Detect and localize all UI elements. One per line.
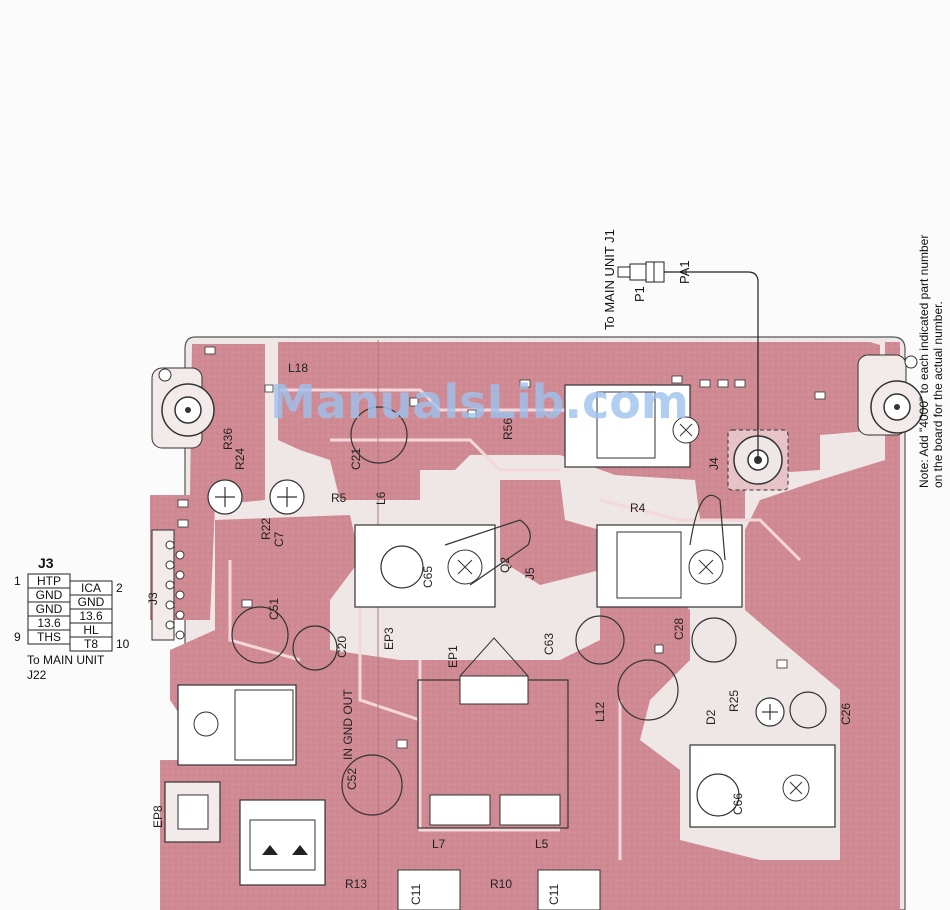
trimmer-pots [207,479,785,727]
p1-label: P1 [632,286,647,302]
label-c7: C7 [272,531,286,547]
mounting-hole-right [857,354,924,436]
rf-connector-labels: To MAIN UNIT J1 P1 PA1 [602,229,692,330]
label-ep1: EP1 [446,645,460,668]
label-d2: D2 [704,709,718,725]
label-j5: J5 [523,567,537,580]
label-r10: R10 [490,877,512,891]
label-r4: R4 [630,501,646,515]
label-ep3: EP3 [382,627,396,650]
pin-2-label: 2 [116,581,123,595]
component-block-upper-right [564,384,700,468]
j3-left-pin-name: GND [36,602,63,616]
j3-left-pin-name: HTP [37,574,61,588]
label-r22: R22 [259,518,273,540]
note-line-2: on the board for the actual number. [931,301,945,488]
label-c63: C63 [542,633,556,655]
label-c21: C21 [349,448,363,470]
label-c51: C51 [267,598,281,620]
label-c65: C65 [421,566,435,588]
p1-plug [617,261,665,283]
voltage-regulator-block [177,684,297,766]
board-silkscreen-labels: J3 J4 J5 Q2 C65 C66 C51 C52 C20 C21 C26 … [146,361,853,905]
label-l18: L18 [288,361,308,375]
label-r25: R25 [727,690,741,712]
label-j4: J4 [707,457,721,470]
label-c28: C28 [672,618,686,640]
to-main-unit-j1-label: To MAIN UNIT J1 [602,229,617,330]
j3-title: J3 [38,555,54,571]
j3-left-pin-name: THS [37,630,61,644]
label-in-gnd-out: IN GND OUT [341,689,355,760]
label-r36: R36 [221,428,235,450]
label-l6: L6 [374,491,388,505]
j3-right-cell [69,636,113,652]
pin-10-label: 10 [116,637,130,651]
watermark: ManualsLib.com [270,375,689,429]
j3-board-footprint [151,529,185,641]
label-c11-right: C11 [547,884,561,905]
label-c11-left: C11 [409,884,423,905]
j3-right-pin-name: T8 [84,637,98,651]
label-c66: C66 [731,793,745,815]
electrolytic-capacitors [231,406,827,816]
note-line-1: Note: Add "4000" to each indicated part … [917,235,931,488]
bottom-coil-blocks [397,794,601,910]
label-c26: C26 [839,703,853,725]
pcb-traces [228,388,802,860]
label-c52: C52 [345,768,359,790]
mounting-hole-left [151,367,215,449]
to-main-unit-label: To MAIN UNIT [27,653,105,667]
label-r24: R24 [233,448,247,470]
pa1-cable [664,271,759,460]
j3-right-pin-name: GND [78,595,105,609]
part-number-note: Note: Add "4000" to each indicated part … [917,235,945,488]
center-ic-outline [417,637,569,829]
j3-right-pin-name: HL [83,623,99,637]
pa1-label: PA1 [677,260,692,284]
component-block-c66 [689,744,836,828]
label-ep8: EP8 [151,805,165,828]
label-r5: R5 [331,491,347,505]
label-r13: R13 [345,877,367,891]
j3-left-pin-name: 13.6 [37,616,61,630]
label-l5: L5 [535,837,549,851]
component-block-middle-right [596,494,743,608]
label-l7: L7 [432,837,446,851]
j3-right-pin-name: 13.6 [79,609,103,623]
pin-9-label: 9 [14,630,21,644]
label-l12: L12 [593,702,607,722]
j3-left-pin-name: GND [36,588,63,602]
label-j3: J3 [146,592,160,605]
ep8-block [164,781,221,843]
diode-bridge-block [239,799,326,886]
label-c20: C20 [335,636,349,658]
j3-right-pin-name: ICA [81,581,101,595]
label-q2: Q2 [498,557,512,573]
component-block-c65 [354,519,531,608]
smd-pads [177,346,826,749]
pin-1-label: 1 [14,574,21,588]
label-r56: R56 [501,418,515,440]
j22-label: J22 [27,668,47,682]
